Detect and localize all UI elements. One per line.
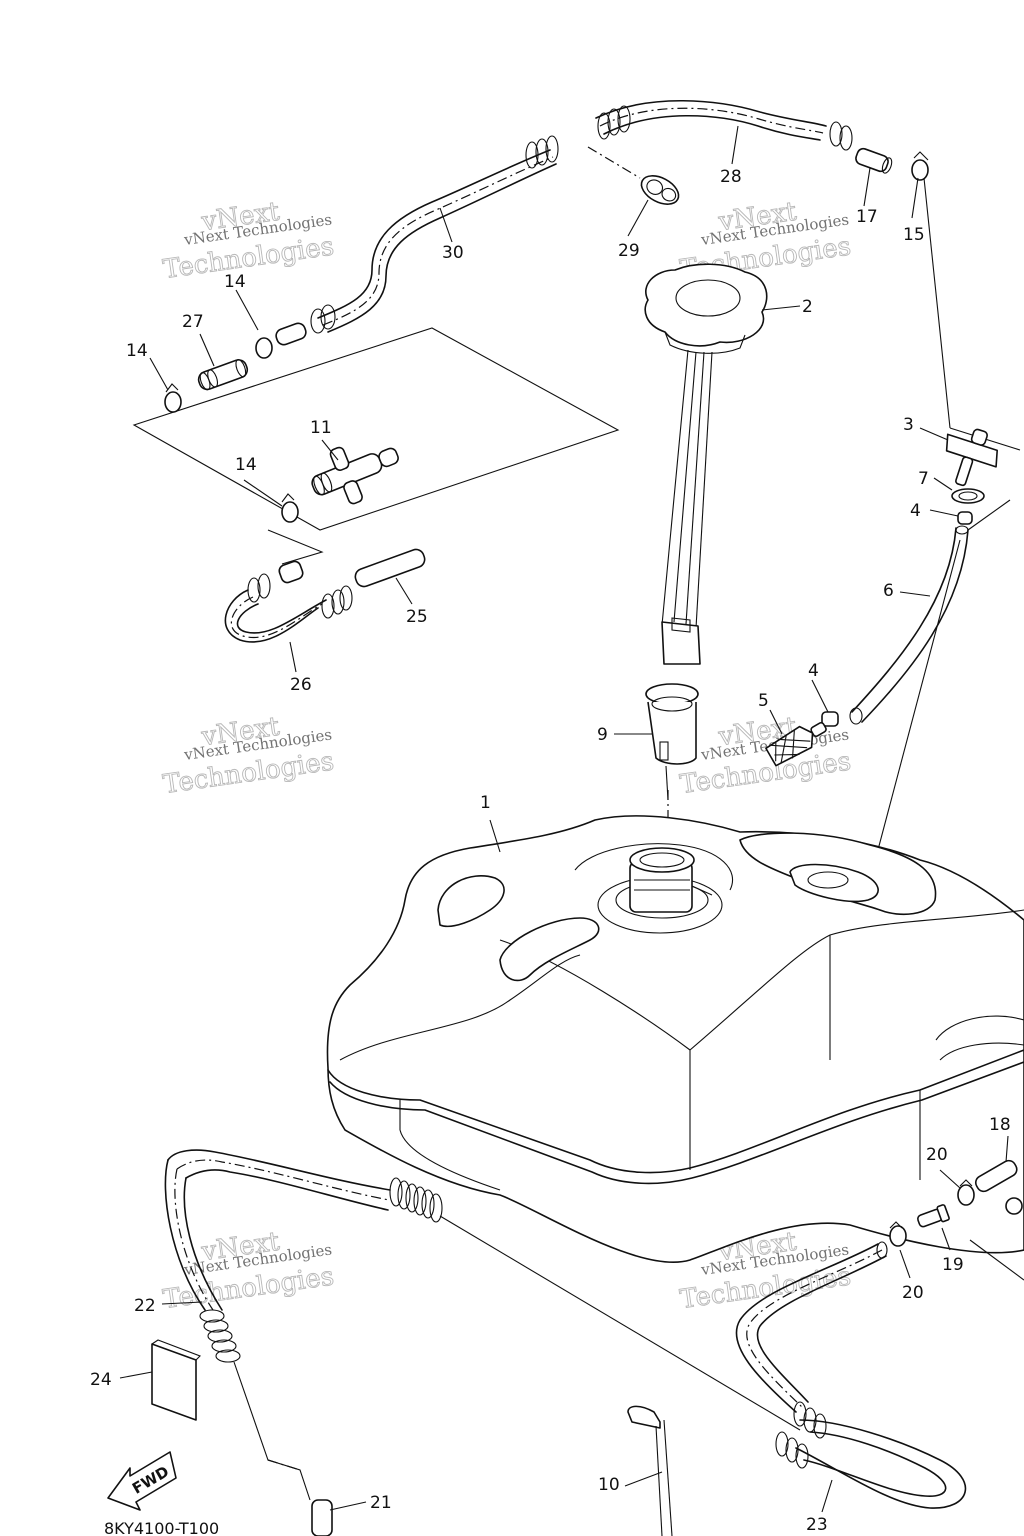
part-label-9: 9	[597, 725, 608, 745]
part-label-17: 17	[856, 207, 878, 227]
part-label-30: 30	[442, 243, 464, 263]
part-label-27: 27	[182, 312, 204, 332]
part-label-19: 19	[942, 1255, 964, 1275]
fuel-filter	[645, 683, 699, 850]
overflow-fittings	[889, 1159, 1024, 1281]
part-label-22: 22	[134, 1296, 156, 1316]
drain-hoses	[164, 1149, 967, 1536]
part-label-3: 3	[903, 415, 914, 435]
fuel-cap-gauge	[644, 263, 768, 665]
part-label-14a: 14	[224, 272, 246, 292]
part-label-20a: 20	[926, 1145, 948, 1165]
leader-lines	[119, 125, 1009, 1513]
tjoint-assembly	[224, 446, 426, 643]
part-label-29: 29	[618, 241, 640, 261]
part-label-7: 7	[918, 469, 929, 489]
part-label-10: 10	[598, 1475, 620, 1495]
part-label-6: 6	[883, 581, 894, 601]
breather-hose-30-28	[255, 99, 929, 359]
fuel-tank	[326, 815, 1024, 1263]
part-labels: 1 2 3 4 4 5 6 7 9 10 11 14 14 14 15 17 1…	[90, 167, 1011, 1536]
part-label-24: 24	[90, 1370, 112, 1390]
fwd-arrow-icon: FWD	[107, 1451, 177, 1511]
part-label-18: 18	[989, 1115, 1011, 1135]
fuel-pump-lines	[765, 177, 1021, 881]
breather-assembly-box	[132, 327, 620, 531]
part-label-11: 11	[310, 418, 332, 438]
diagram-code: 8KY4100-T100	[104, 1519, 219, 1536]
part-label-21: 21	[370, 1493, 392, 1513]
part-label-15: 15	[903, 225, 925, 245]
part-label-20b: 20	[902, 1283, 924, 1303]
part-label-4b: 4	[808, 661, 819, 681]
part-label-5: 5	[758, 691, 769, 711]
part-label-28: 28	[720, 167, 742, 187]
part-label-25: 25	[406, 607, 428, 627]
part-label-23: 23	[806, 1515, 828, 1535]
part-label-26: 26	[290, 675, 312, 695]
part-label-4: 4	[910, 501, 921, 521]
part-label-14c: 14	[235, 455, 257, 475]
part-label-2: 2	[802, 297, 813, 317]
part-label-1: 1	[480, 793, 491, 813]
part-label-14b: 14	[126, 341, 148, 361]
